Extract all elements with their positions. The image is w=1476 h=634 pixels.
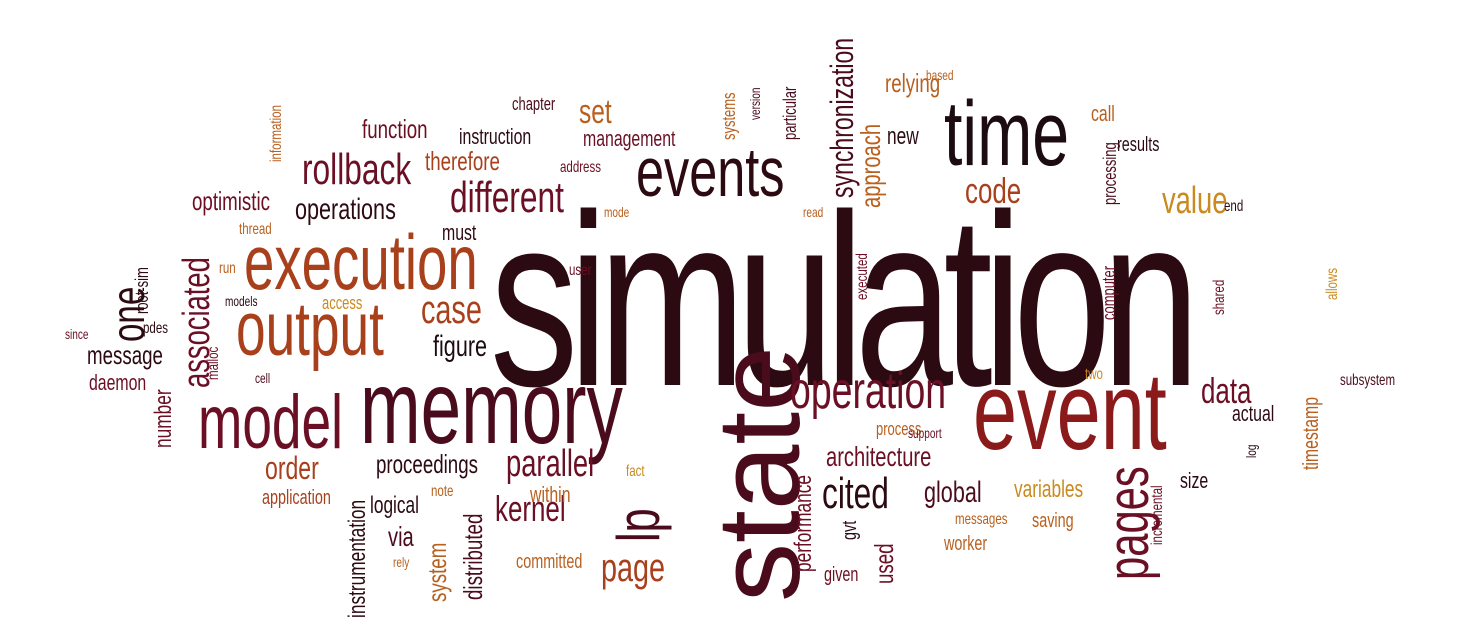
word-operations: operations [295,193,396,226]
word-number: number [150,389,177,448]
word-within: within [530,482,571,507]
word-incremental: incremental [1149,485,1166,545]
word-code: code [965,170,1022,211]
word-data: data [1201,370,1252,411]
word-particular: particular [780,86,800,140]
word-parallel: parallel [506,443,595,485]
word-new: new [887,123,919,150]
word-computer: computer [1099,265,1119,320]
word-cited: cited [822,469,889,518]
word-logical: logical [370,492,419,519]
word-proceedings: proceedings [376,449,478,479]
word-actual: actual [1232,401,1275,426]
word-chapter: chapter [512,94,556,114]
word-pdes: pdes [143,320,168,337]
word-optimistic: optimistic [192,186,271,216]
word-read: read [803,204,824,220]
word-global: global [924,476,982,509]
word-end: end [1224,198,1244,215]
word-messages: messages [955,511,1008,528]
word-subsystem: subsystem [1340,372,1396,389]
word-application: application [262,487,331,509]
word-given: given [824,564,859,586]
word-committed: committed [516,551,583,573]
word-run: run [219,260,236,277]
word-call: call [1091,101,1115,126]
word-simulation: simulation [490,163,1200,437]
word-based: based [926,67,954,83]
word-events: events [636,133,785,211]
word-case: case [421,288,482,332]
word-management: management [583,126,676,151]
word-since: since [65,326,89,342]
word-size: size [1180,468,1209,493]
word-root-sim: root-sim [132,267,152,314]
word-must: must [442,220,477,245]
word-mode: mode [604,204,630,220]
word-log: log [1243,444,1259,458]
word-function: function [362,114,428,144]
word-information: information [268,105,285,162]
word-user: user [569,262,592,279]
word-allows: allows [1324,267,1341,300]
word-event: event [973,350,1167,473]
word-architecture: architecture [826,441,932,472]
word-operation: operation [790,362,947,420]
word-memory: memory [360,350,623,466]
word-saving: saving [1032,510,1074,532]
word-synchronization: synchronization [824,37,860,199]
word-relying: relying [885,68,941,98]
word-approach: approach [855,123,886,208]
word-rely: rely [393,554,410,570]
word-kernel: kernel [495,488,566,529]
word-used: used [869,543,899,584]
word-distributed: distributed [458,513,488,600]
word-lp: lp [605,508,672,542]
word-system: system [422,542,452,602]
word-therefore: therefore [425,146,500,176]
word-value: value [1162,180,1228,222]
word-set: set [579,93,612,131]
word-models: models [225,293,258,309]
word-performance: performance [790,474,817,572]
word-two: two [1085,366,1103,383]
word-timestamp: timestamp [1298,396,1323,470]
word-output: output [236,287,384,372]
word-note: note [431,483,454,500]
word-access: access [322,293,363,313]
word-processing: processing [1100,142,1120,205]
word-results: results [1117,134,1160,156]
word-variables: variables [1014,476,1084,503]
word-gvt: gvt [839,520,861,540]
word-model: model [198,380,343,465]
word-malloc: malloc [205,346,222,380]
word-figure: figure [433,330,488,363]
word-page: page [601,546,666,590]
word-support: support [908,425,942,441]
word-process: process [876,419,922,439]
word-daemon: daemon [89,370,147,395]
word-instruction: instruction [459,124,532,149]
word-version: version [747,87,763,120]
word-fact: fact [626,463,645,480]
word-order: order [265,450,319,486]
word-message: message [87,340,163,370]
word-shared: shared [1211,279,1228,315]
word-worker: worker [944,533,988,555]
word-cell: cell [255,370,271,386]
word-different: different [450,173,564,222]
word-instrumentation: instrumentation [344,499,371,618]
word-time: time [944,83,1070,185]
word-systems: systems [719,92,739,140]
word-address: address [560,159,601,176]
word-executed: executed [854,253,871,300]
word-execution: execution [244,218,478,306]
word-via: via [388,521,414,552]
word-thread: thread [239,221,272,238]
word-rollback: rollback [302,145,412,194]
